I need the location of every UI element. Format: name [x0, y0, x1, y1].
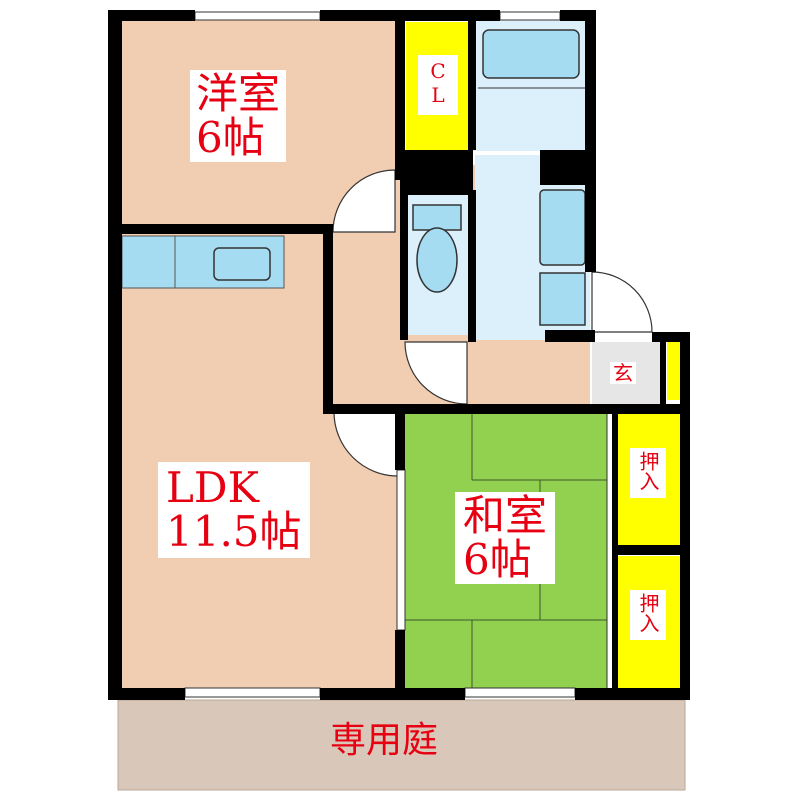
oshiire-top-text: 押入	[636, 451, 660, 491]
door-swings	[332, 169, 653, 477]
japanese-room-label: 和室 6帖	[455, 491, 556, 585]
entrance-label: 玄	[610, 362, 636, 384]
western-room-name: 洋室	[196, 69, 281, 118]
private-garden	[117, 699, 686, 791]
closet-label: CL	[418, 55, 458, 115]
bathtub-icon	[482, 29, 580, 79]
oshiire-bottom-label: 押入	[630, 590, 666, 640]
western-room-size: 6帖	[196, 113, 265, 163]
ldk-size: 11.5帖	[166, 507, 302, 557]
sink-icon	[213, 247, 271, 281]
garden-text: 専用庭	[330, 720, 439, 761]
japanese-room-size: 6帖	[463, 535, 532, 585]
walls	[108, 10, 690, 700]
oshiire-top-label: 押入	[630, 448, 666, 498]
shoe-storage	[667, 340, 682, 400]
western-room-label: 洋室 6帖	[190, 69, 287, 163]
japanese-room-name: 和室	[463, 491, 548, 540]
washbasin-icon	[539, 189, 586, 266]
ldk-name: LDK	[166, 463, 259, 512]
entrance-text: 玄	[613, 361, 633, 385]
toilet-tank-icon	[412, 204, 462, 231]
oshiire-bottom-text: 押入	[636, 593, 660, 633]
garden-label: 専用庭	[330, 722, 438, 760]
ldk-label: LDK 11.5帖	[158, 462, 310, 559]
washing-machine-icon	[539, 272, 586, 326]
toilet-bowl-icon	[416, 227, 458, 293]
closet-text: CL	[426, 59, 450, 107]
